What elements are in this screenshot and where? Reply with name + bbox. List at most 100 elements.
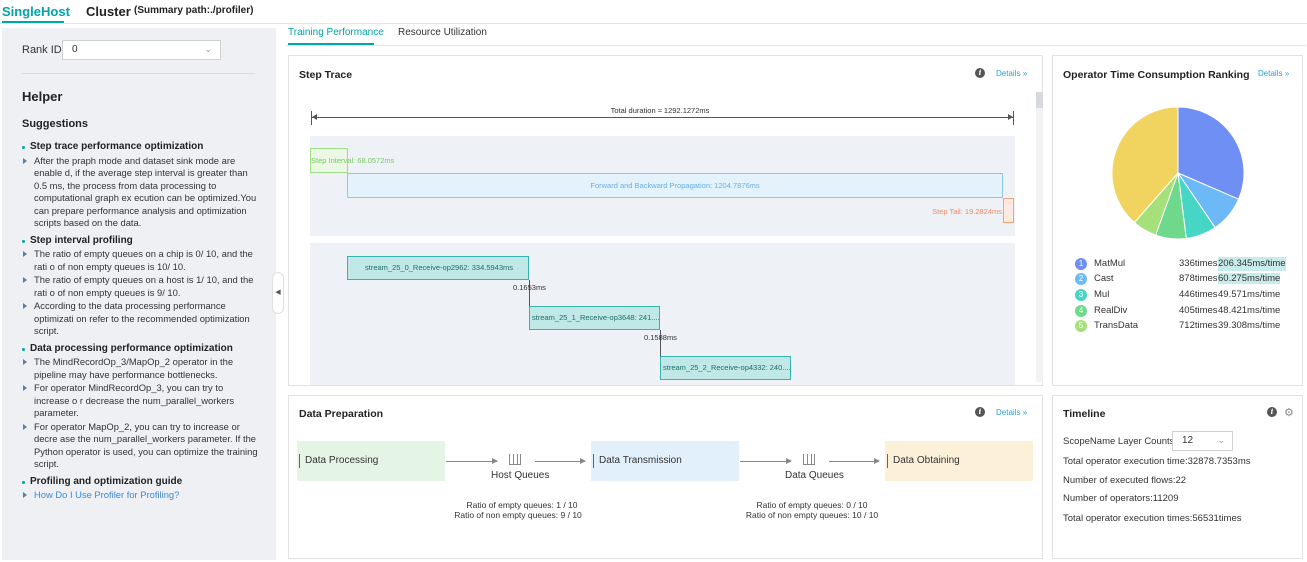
data-obtaining-box[interactable]: Data Obtaining xyxy=(885,441,1033,481)
flow-arrow xyxy=(446,458,498,464)
pie-slice[interactable] xyxy=(1177,106,1245,200)
total-exec-time: Total operator execution time:32878.7353… xyxy=(1063,456,1251,467)
stream-bar[interactable]: stream_25_1_Receive-op3648: 241.... xyxy=(529,306,660,330)
info-icon[interactable]: i xyxy=(975,68,985,78)
info-icon[interactable]: i xyxy=(1267,407,1277,417)
stream-bar[interactable]: stream_25_2_Receive-op4332: 240.... xyxy=(660,356,791,380)
tab-active-indicator xyxy=(2,21,64,23)
operator-ms: 49.571ms/time xyxy=(1218,289,1281,300)
operator-name: TransData xyxy=(1094,320,1138,331)
tab-cluster[interactable]: Cluster xyxy=(86,4,131,19)
total-duration-ruler xyxy=(312,117,1014,118)
data-processing-box[interactable]: Data Processing xyxy=(297,441,445,481)
subtab-active-indicator xyxy=(288,43,374,45)
step-trace-title: Step Trace xyxy=(299,69,353,81)
operator-name: Cast xyxy=(1094,273,1114,284)
suggestion-item: The ratio of empty queues on a host is 1… xyxy=(22,274,258,299)
suggestion-section: Step interval profiling The ratio of emp… xyxy=(22,235,258,338)
operator-times: 446times xyxy=(1179,289,1218,300)
flow-arrow xyxy=(535,458,586,464)
ruler-left-arrow xyxy=(312,114,317,120)
data-empty-ratio: Ratio of empty queues: 0 / 10 xyxy=(756,500,868,510)
summary-path: (Summary path:./profiler) xyxy=(134,5,254,16)
pie-slice[interactable] xyxy=(1111,106,1179,224)
operator-ms: 48.421ms/time xyxy=(1218,305,1281,316)
profiler-guide-link[interactable]: How Do I Use Profiler for Profiling? xyxy=(22,489,258,502)
timeline-title: Timeline xyxy=(1063,408,1106,420)
suggestion-section: Step trace performance optimization Afte… xyxy=(22,141,258,230)
operator-ms: 39.308ms/time xyxy=(1218,320,1281,331)
tab-training-performance[interactable]: Training Performance xyxy=(288,27,384,38)
helper-title: Helper xyxy=(22,89,63,104)
data-nonempty-ratio: Ratio of non empty queues: 10 / 10 xyxy=(745,510,879,520)
rank-badge: 4 xyxy=(1075,305,1087,317)
chevron-down-icon: ⌄ xyxy=(204,44,212,54)
tab-resource-utilization[interactable]: Resource Utilization xyxy=(398,27,487,38)
subtab-divider xyxy=(286,45,1306,46)
double-chevron-right-icon: » xyxy=(1284,69,1290,78)
ruler-left-cap xyxy=(311,111,312,125)
suggestion-section-title: Data processing performance optimization xyxy=(22,343,258,356)
ranking-row[interactable]: 2 Cast 878times 60.275ms/time xyxy=(1075,272,1300,286)
operator-details-link[interactable]: Details » xyxy=(1258,69,1290,78)
data-transmission-box[interactable]: Data Transmission xyxy=(591,441,739,481)
total-duration-label: Total duration ≈ 1292.1272ms xyxy=(560,106,760,115)
rank-badge: 5 xyxy=(1075,320,1087,332)
ranking-row[interactable]: 3 Mul 446times 49.571ms/time xyxy=(1075,288,1300,302)
executed-flows: Number of executed flows:22 xyxy=(1063,475,1187,486)
suggestion-section: Profiling and optimization guide How Do … xyxy=(22,476,258,502)
stream-connector xyxy=(660,330,661,356)
suggestion-item: According to the data processing perform… xyxy=(22,300,258,338)
flow-arrow xyxy=(740,458,792,464)
suggestion-item: For operator MapOp_2, you can try to inc… xyxy=(22,421,258,471)
step-interval-bar[interactable]: Step Interval: 68.0572ms xyxy=(310,148,394,173)
stream-bar[interactable]: stream_25_0_Receive-op2962: 334.5943ms xyxy=(347,256,529,280)
rank-id-label: Rank ID xyxy=(22,44,62,56)
operator-times: 336times xyxy=(1179,258,1218,269)
stream-connector xyxy=(529,280,530,306)
info-icon[interactable]: i xyxy=(975,407,985,417)
data-queues-label: Data Queues xyxy=(785,470,844,481)
queue-icon xyxy=(803,454,815,465)
operator-times: 712times xyxy=(1179,320,1218,331)
suggestion-section-title: Profiling and optimization guide xyxy=(22,476,258,489)
timeline-card xyxy=(1052,395,1303,559)
scope-layer-select[interactable]: 12 ⌄ xyxy=(1172,431,1233,451)
suggestion-item: The ratio of empty queues on a chip is 0… xyxy=(22,248,258,273)
suggestion-section-title: Step interval profiling xyxy=(22,235,258,248)
host-empty-ratio: Ratio of empty queues: 1 / 10 xyxy=(466,500,578,510)
ranking-row[interactable]: 1 MatMul 336times 206.345ms/time xyxy=(1075,257,1300,271)
scope-layer-label: ScopeName Layer Counts: xyxy=(1063,436,1178,447)
ruler-right-cap xyxy=(1013,111,1014,125)
operator-ms: 206.345ms/time xyxy=(1218,257,1286,271)
stream-gap-label: 0.1653ms xyxy=(513,283,546,292)
chevron-down-icon: ⌄ xyxy=(1217,435,1225,445)
step-tail-label: Step Tail: 19.2824ms xyxy=(932,207,1002,216)
top-bar xyxy=(0,0,1307,24)
step-trace-scrollbar[interactable] xyxy=(1036,92,1043,382)
step-trace-details-link[interactable]: Details » xyxy=(996,69,1028,78)
gear-icon[interactable]: ⚙ xyxy=(1284,407,1294,419)
operator-ms: 60.275ms/time xyxy=(1218,273,1281,284)
host-queues-label: Host Queues xyxy=(491,470,550,481)
sidebar-divider xyxy=(22,73,255,74)
helper-sidebar xyxy=(2,28,276,560)
operator-count: Number of operators:11209 xyxy=(1063,493,1179,504)
rank-id-select[interactable]: 0 ⌄ xyxy=(62,40,221,60)
ruler-right-arrow xyxy=(1008,114,1013,120)
suggestion-item: The MindRecordOp_3/MapOp_2 operator in t… xyxy=(22,356,258,381)
step-tail-bar[interactable] xyxy=(1003,198,1014,223)
ranking-row[interactable]: 5 TransData 712times 39.308ms/time xyxy=(1075,319,1300,333)
tab-singlehost[interactable]: SingleHost xyxy=(2,4,70,19)
operator-times: 405times xyxy=(1179,305,1218,316)
sidebar-collapse-handle[interactable]: ◀ xyxy=(272,272,284,314)
data-prep-details-link[interactable]: Details » xyxy=(996,408,1028,417)
ranking-row[interactable]: 4 RealDiv 405times 48.421ms/time xyxy=(1075,304,1300,318)
fp-bp-bar[interactable]: Forward and Backward Propagation: 1204.7… xyxy=(347,173,1003,198)
operator-name: RealDiv xyxy=(1094,305,1128,316)
rank-badge: 2 xyxy=(1075,273,1087,285)
scrollbar-thumb[interactable] xyxy=(1036,92,1043,108)
rank-badge: 1 xyxy=(1075,258,1087,270)
rank-id-value: 0 xyxy=(72,44,78,55)
operator-times: 878times xyxy=(1179,273,1218,284)
